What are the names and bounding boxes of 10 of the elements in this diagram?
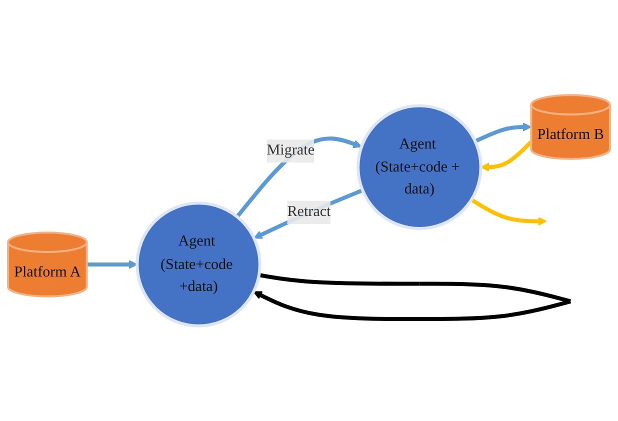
arrow (254, 188, 364, 239)
node-circle: Agent (State+code + data) (356, 104, 482, 230)
arrow (236, 136, 362, 218)
node-circle: Agent (State+code +data) (136, 202, 262, 328)
edge-label: Retract (287, 204, 331, 220)
arrow (470, 198, 547, 226)
edge-label: Migrate (266, 142, 315, 159)
arrow (474, 122, 532, 144)
arrow (480, 140, 533, 172)
arrow (86, 260, 138, 269)
